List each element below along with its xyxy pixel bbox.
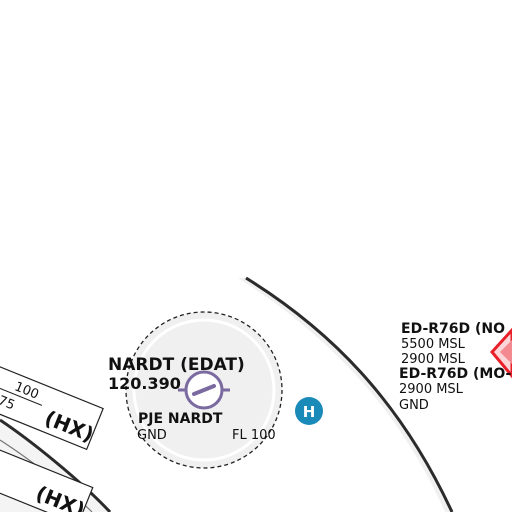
heliport-letter: H <box>303 403 316 421</box>
airspace-box: 100 75 (HX) <box>0 363 104 451</box>
parachute-zone-lower-limit: GND <box>137 428 167 443</box>
parachute-zone-upper-limit: FL 100 <box>232 428 276 443</box>
restricted-area-name: ED-R76D (NO <box>401 321 505 337</box>
airfield-name: NARDT (EDAT) <box>108 355 245 375</box>
restricted-area-lower: 2900 MSL <box>401 352 466 367</box>
restricted-area-upper: 2900 MSL <box>399 382 464 397</box>
airfield-with-runway-icon <box>178 370 230 410</box>
restricted-area-symbol <box>490 327 512 379</box>
parachute-zone-inner-ring <box>132 318 276 462</box>
restricted-area-lower: GND <box>399 398 429 413</box>
airspace-boundary-line <box>245 276 454 512</box>
airspace-box: (HX) <box>0 442 94 512</box>
lower-left-boundary-line <box>0 418 112 512</box>
restricted-area-name: ED-R76D (MO- <box>399 366 512 382</box>
parachute-zone-label: PJE NARDT <box>138 411 223 427</box>
restricted-area-upper: 5500 MSL <box>401 337 466 352</box>
airfield-frequency: 120.390 <box>108 374 181 393</box>
airspace-box-bottom: 75 <box>0 393 17 413</box>
heliport-icon: H <box>295 397 323 425</box>
